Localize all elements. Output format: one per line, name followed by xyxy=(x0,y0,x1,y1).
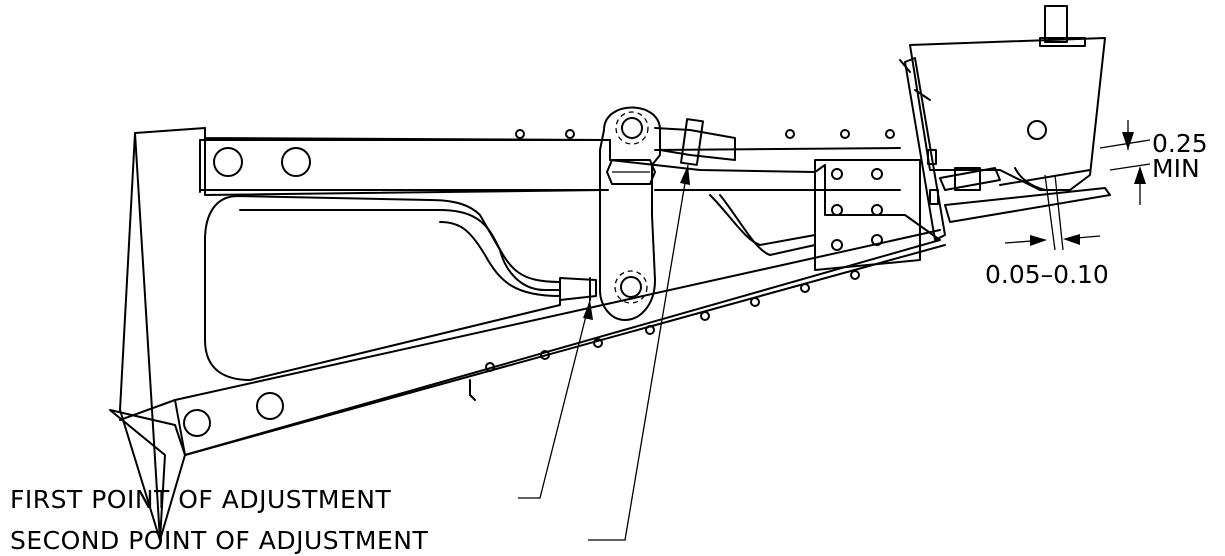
second-point-label: SECOND POINT OF ADJUSTMENT xyxy=(10,526,428,555)
dimension-clearance: 0.05–0.10 xyxy=(985,174,1109,289)
triangular-frame xyxy=(109,127,941,541)
bracket-nut xyxy=(954,167,981,191)
mounting-bracket xyxy=(814,159,921,271)
first-adjust-nut xyxy=(559,277,597,301)
adjusting-bolts xyxy=(559,118,736,301)
clearance-range-text: 0.05–0.10 xyxy=(985,260,1109,289)
control-rod xyxy=(239,194,816,297)
leader-lines xyxy=(518,164,690,541)
first-point-label: FIRST POINT OF ADJUSTMENT xyxy=(10,485,391,514)
lower-bar-hole-1 xyxy=(183,409,211,437)
upper-bar-hole-1 xyxy=(213,147,243,177)
housing-block xyxy=(909,5,1106,191)
second-adjust-nut xyxy=(680,118,704,166)
lower-diagonal-bar xyxy=(119,229,946,541)
right-lever xyxy=(939,167,1111,223)
link-top-pivot xyxy=(621,117,643,139)
gap-value-text: 0.25 xyxy=(1152,129,1208,158)
dimension-gap: 0.25 MIN xyxy=(1099,120,1208,205)
gap-qualifier-text: MIN xyxy=(1152,154,1200,183)
housing-stud xyxy=(1044,5,1068,43)
adjustment-link xyxy=(599,106,661,321)
housing-hole xyxy=(1027,120,1047,140)
upper-bar xyxy=(199,139,901,193)
lower-bar-hole-2 xyxy=(256,392,284,420)
vertical-plate xyxy=(899,57,946,241)
upper-bar-hole-2 xyxy=(281,147,311,177)
hex-nut xyxy=(606,159,656,185)
link-bottom-pivot xyxy=(620,276,642,298)
frame-cutout xyxy=(204,195,561,381)
rivets xyxy=(469,129,895,401)
